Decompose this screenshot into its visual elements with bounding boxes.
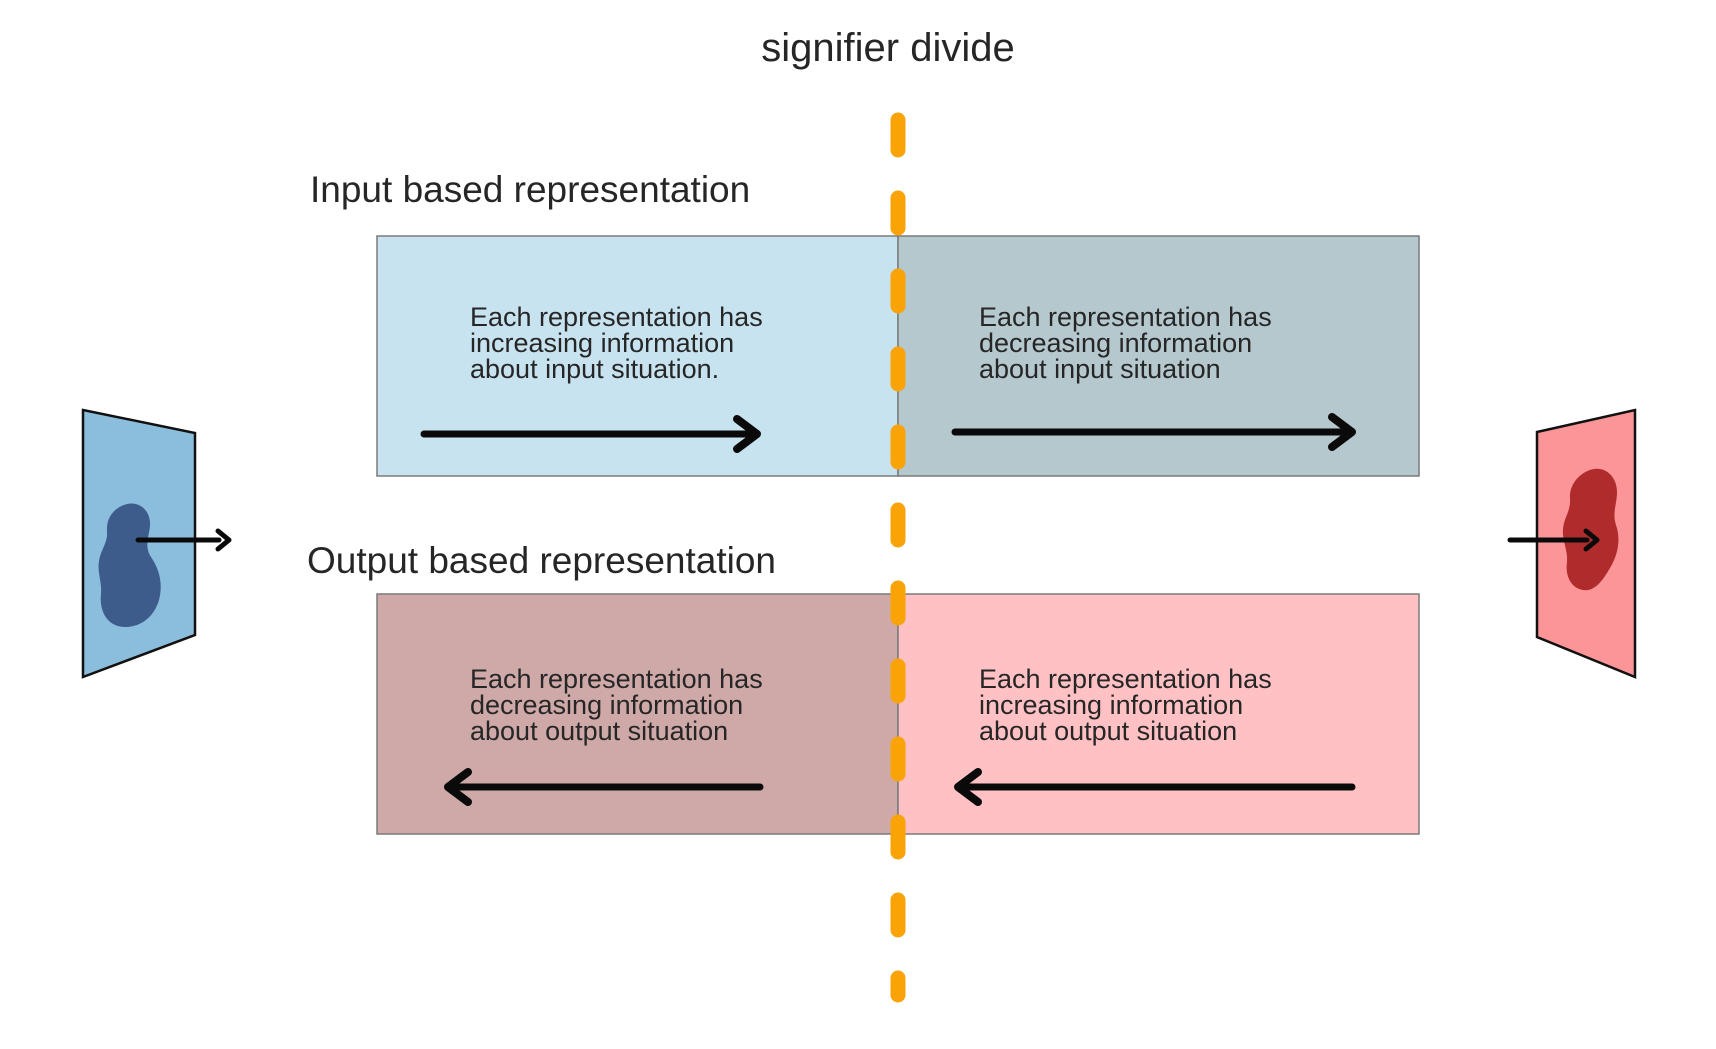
diagram-title: signifier divide xyxy=(761,26,1015,70)
output-plane-arrow-right-icon xyxy=(1507,528,1600,552)
input-left-arrow-right-icon xyxy=(420,415,761,453)
output-situation-blob xyxy=(1562,468,1619,591)
input-left-box-text: Each representation has increasing infor… xyxy=(470,302,763,384)
input-right-box xyxy=(897,235,1420,477)
output-left-box-text: Each representation has decreasing infor… xyxy=(470,664,763,746)
output-left-arrow-left-icon xyxy=(444,768,764,806)
input-right-box-text: Each representation has decreasing infor… xyxy=(979,302,1272,384)
input-right-arrow-right-icon xyxy=(951,413,1356,451)
input-situation-blob xyxy=(98,503,161,627)
output-right-arrow-left-icon xyxy=(954,768,1356,806)
output-right-box xyxy=(897,593,1420,835)
output-right-box-text: Each representation has increasing infor… xyxy=(979,664,1272,746)
output-representation-heading: Output based representation xyxy=(307,540,776,581)
input-plane-arrow-right-icon xyxy=(135,528,232,552)
input-representation-heading: Input based representation xyxy=(310,169,751,210)
